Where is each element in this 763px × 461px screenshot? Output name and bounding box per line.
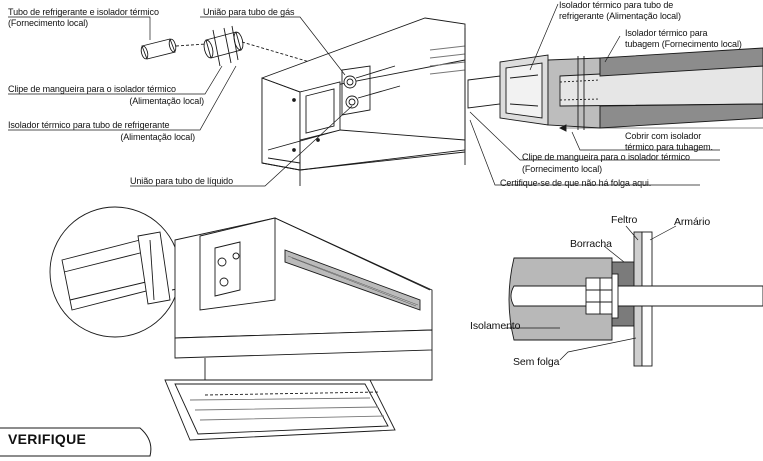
section-title: VERIFIQUE: [8, 431, 87, 447]
label-no-gap-check: Certifique-se de que não há folga aqui.: [500, 178, 652, 188]
pipe-connection-detail: [467, 47, 763, 132]
label-local-supply: (Fornecimento local): [8, 18, 89, 28]
verifique-tab: [0, 427, 152, 457]
top-leaders: [8, 16, 353, 187]
cabinet-leaders: [505, 225, 677, 361]
insulator-with-clips: [203, 25, 244, 67]
detail-leaders: [469, 3, 720, 186]
label-felt: Feltro: [611, 214, 638, 226]
label-tubing-insulator-2: tubagem (Fornecimento local): [625, 39, 742, 49]
label-no-gap: Sem folga: [513, 356, 560, 368]
label-detail-hose-clip: Clipe de mangueira para o isolador térmi…: [522, 152, 690, 162]
label-tubing-insulator-1: Isolador térmico para: [625, 28, 708, 38]
label-refrigerant-tube-insulator: Tubo de refrigerante e isolador térmico: [8, 7, 159, 17]
label-detail-insulator-1: Isolador térmico para tubo de: [559, 0, 674, 10]
label-insulator-refrigerant-tube: Isolador térmico para tubo de refrigeran…: [8, 120, 170, 130]
label-local-feed-2: (Alimentação local): [120, 132, 195, 142]
label-cabinet: Armário: [674, 216, 711, 228]
label-detail-insulator-2: refrigerante (Alimentação local): [559, 11, 681, 21]
label-liquid-tube-union: União para tubo de líquido: [130, 176, 233, 186]
ceiling-unit-drawing: [49, 206, 433, 441]
label-insulation: Isolamento: [470, 320, 521, 332]
label-cover-1: Cobrir com isolador: [625, 131, 702, 141]
label-cover-2: térmico para tubagem.: [625, 142, 713, 152]
cabinet-section-detail: [508, 231, 763, 367]
label-detail-local-supply: (Fornecimento local): [522, 164, 603, 174]
loose-tube-part: [140, 38, 177, 60]
label-local-feed: (Alimentação local): [129, 96, 204, 106]
label-hose-clip-insulator: Clipe de mangueira para o isolador térmi…: [8, 84, 176, 94]
label-gas-tube-union: União para tubo de gás: [203, 7, 295, 17]
label-rubber: Borracha: [570, 238, 612, 250]
